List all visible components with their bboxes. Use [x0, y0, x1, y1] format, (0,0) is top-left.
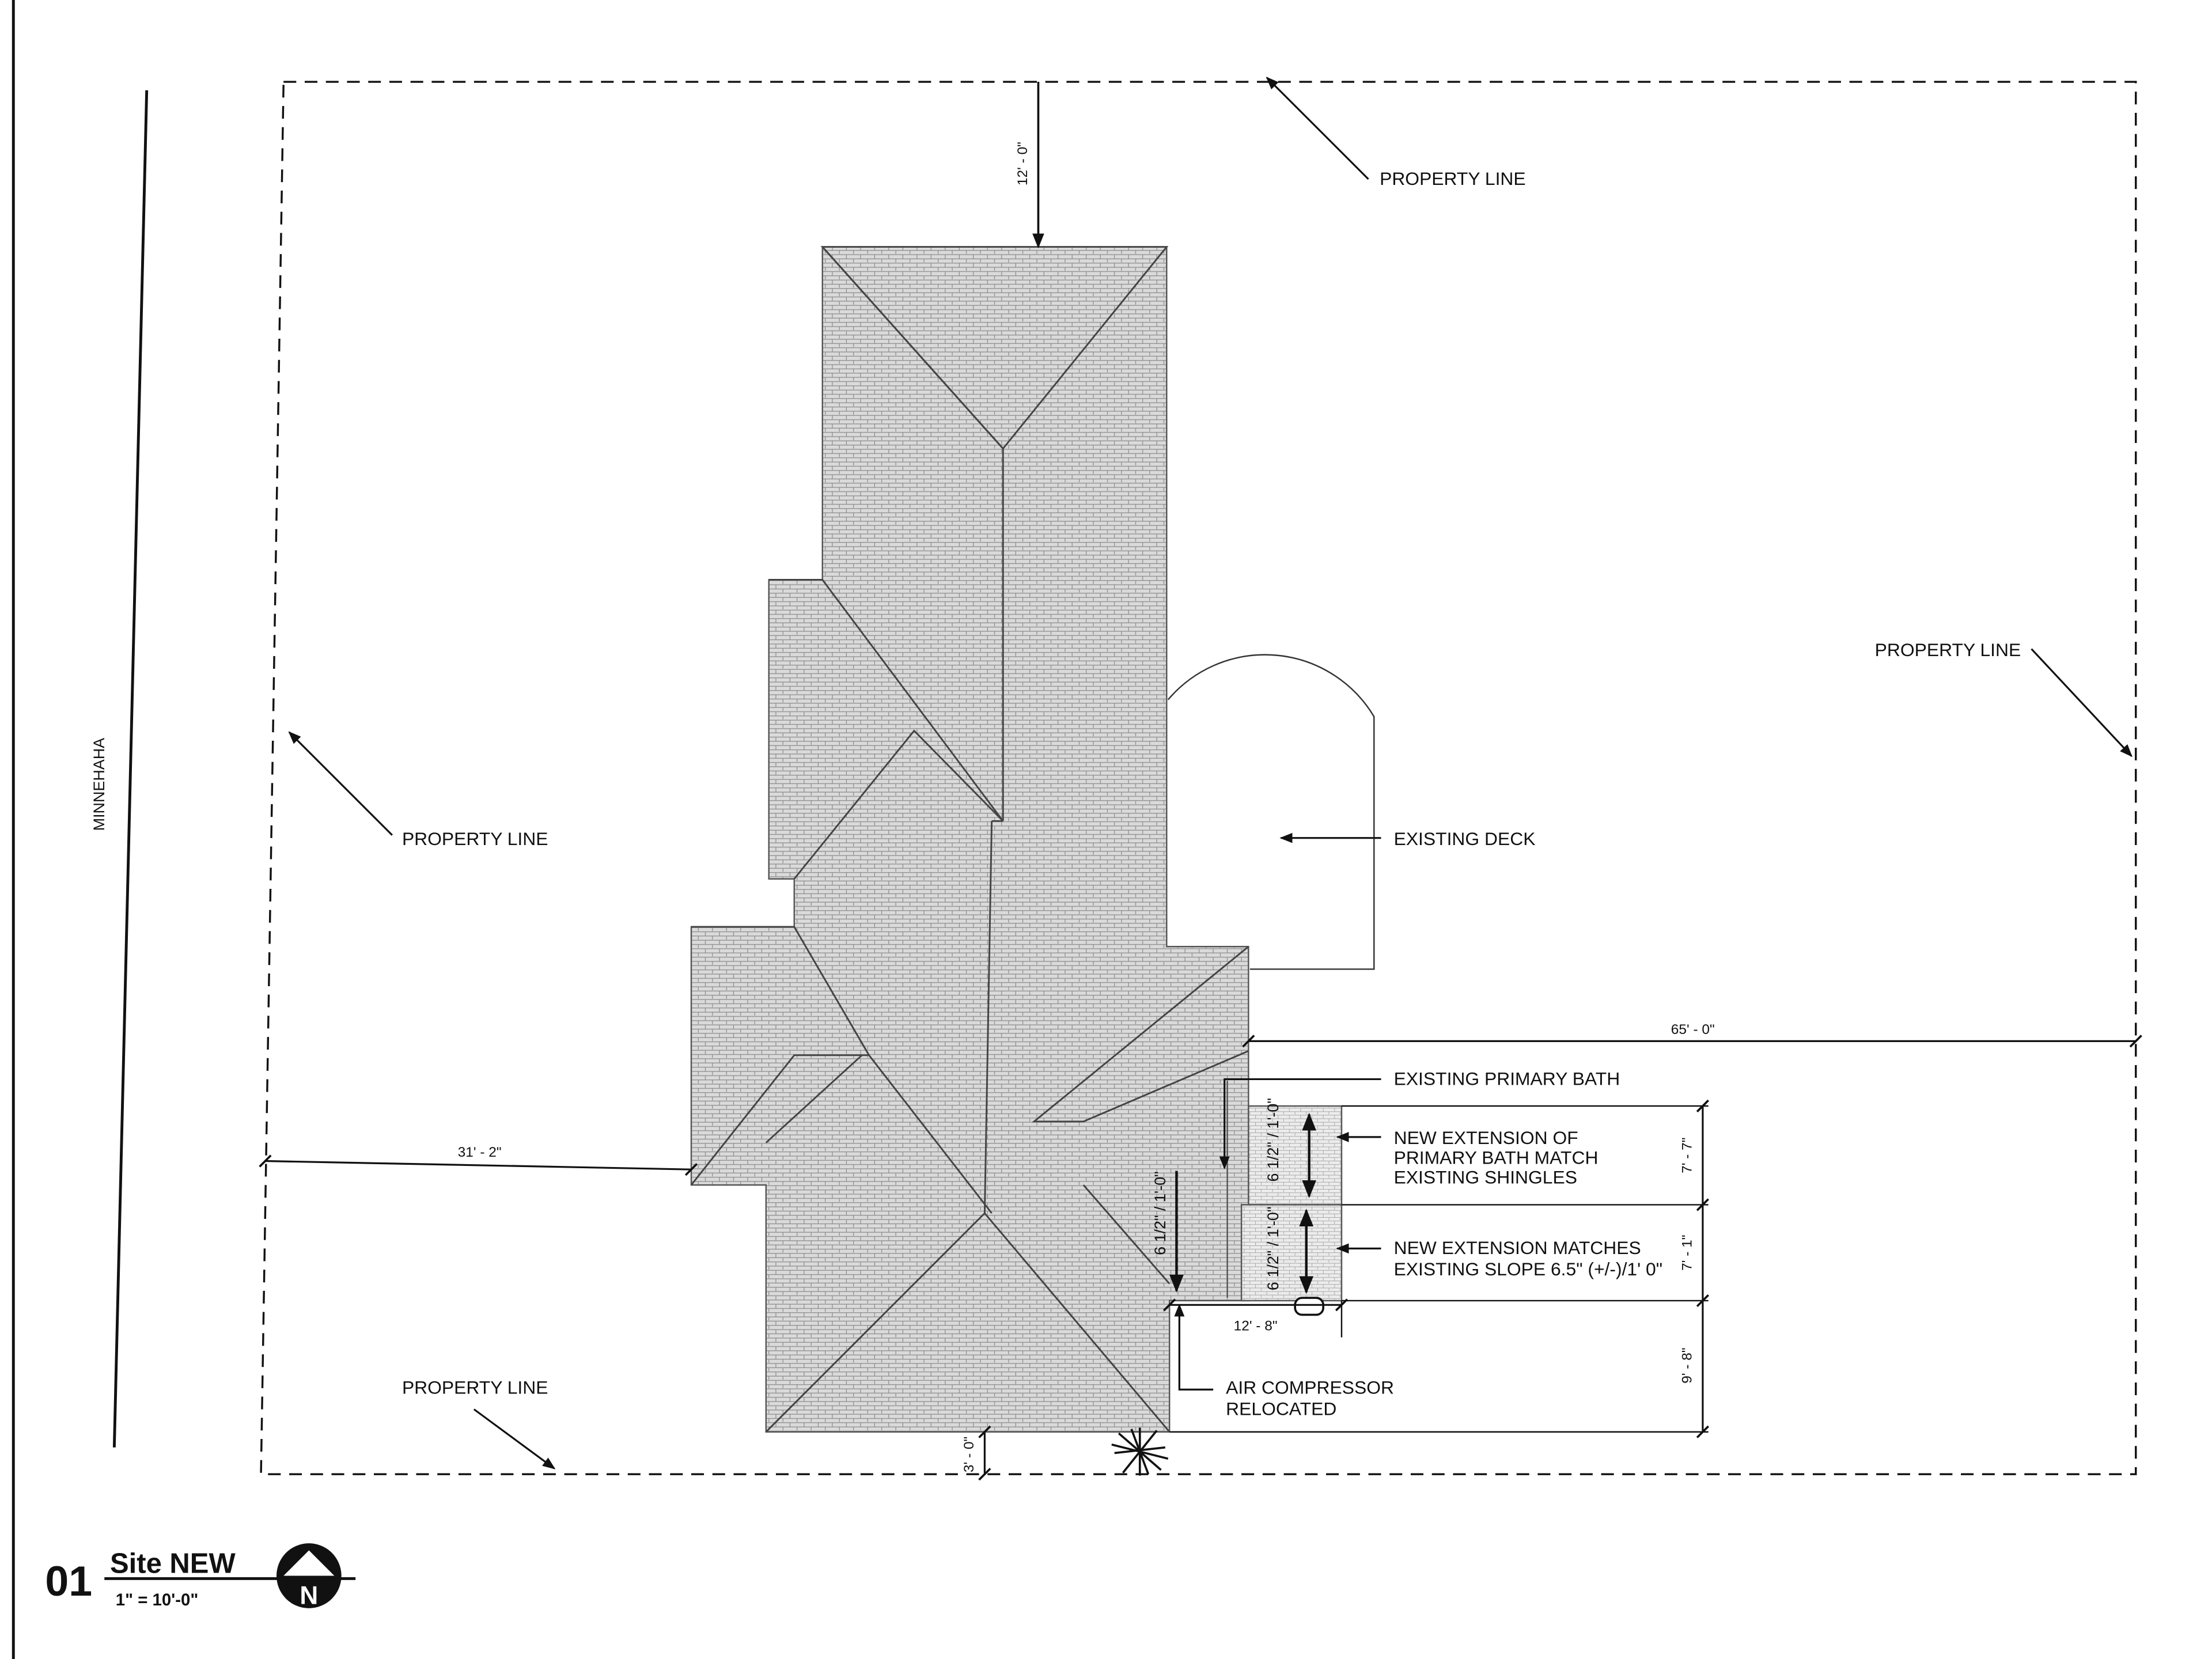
drawing-title: Site NEW	[110, 1548, 236, 1580]
top-setback-label: 12' - 0"	[1015, 142, 1031, 185]
right-vertical-witnesses	[1169, 1105, 1709, 1433]
drawing-scale: 1" = 10'-0"	[116, 1590, 198, 1609]
street-line	[112, 90, 149, 1448]
house-roof	[690, 246, 1249, 1433]
air-compressor-symbol	[1294, 1297, 1324, 1316]
shrub-symbol	[1111, 1427, 1169, 1476]
property-line-right-label: PROPERTY LINE	[1875, 639, 2021, 660]
title-block: 01 Site NEW 1" = 10'-0" N	[45, 1543, 356, 1609]
new-extension-bath-label-3: EXISTING SHINGLES	[1394, 1167, 1577, 1188]
new-extension	[1226, 1080, 1343, 1302]
street-label: MINNEHAHA	[90, 738, 108, 831]
existing-deck-label: EXISTING DECK	[1394, 828, 1536, 849]
property-line-top-leader	[1266, 77, 1369, 180]
bottom-setback-label: 3' - 0"	[961, 1437, 977, 1472]
slope-label-1: 6 1/2" / 1'-0"	[1264, 1098, 1282, 1181]
right-setback-label: 65' - 0"	[1671, 1022, 1715, 1037]
new-extension-slope-label-1: NEW EXTENSION MATCHES	[1394, 1237, 1641, 1258]
new-extension-bath-label-2: PRIMARY BATH MATCH	[1394, 1147, 1599, 1168]
property-line-bottom-leader	[473, 1408, 556, 1469]
to-rear-label: 9' - 8"	[1679, 1347, 1695, 1383]
left-setback-line	[265, 1160, 692, 1171]
air-compressor-leader	[1174, 1304, 1214, 1391]
existing-bath-label: EXISTING PRIMARY BATH	[1394, 1068, 1620, 1089]
slope-label-3: 6 1/2" / 1'-0"	[1152, 1171, 1169, 1255]
air-compressor-label-1: AIR COMPRESSOR	[1226, 1377, 1394, 1398]
existing-bath-leader	[1219, 1078, 1381, 1169]
property-line-left-label: PROPERTY LINE	[402, 828, 548, 849]
property-line-left-leader	[288, 731, 393, 836]
extension-width-label: 12' - 8"	[1234, 1318, 1278, 1334]
new-extension-bath-label-1: NEW EXTENSION OF	[1394, 1127, 1578, 1148]
slope-label-2: 6 1/2" / 1'-0"	[1264, 1207, 1282, 1290]
property-line-bottom-label: PROPERTY LINE	[402, 1377, 548, 1398]
property-line-right-leader	[2031, 648, 2133, 757]
bottom-setback-ticks	[978, 1425, 991, 1481]
extension-depth-lower-label: 7' - 1"	[1679, 1235, 1695, 1271]
left-setback-ticks	[259, 1154, 698, 1176]
new-extension-slope-label-2: EXISTING SLOPE 6.5" (+/-)/1' 0"	[1394, 1259, 1662, 1279]
svg-text:N: N	[300, 1581, 318, 1609]
existing-deck	[1167, 654, 1375, 970]
property-boundary	[260, 81, 2137, 1475]
left-setback-label: 31' - 2"	[458, 1145, 502, 1160]
right-setback-ticks	[1242, 1035, 2142, 1048]
drawing-number: 01	[45, 1557, 92, 1605]
property-line-top-label: PROPERTY LINE	[1380, 168, 1526, 189]
air-compressor-label-2: RELOCATED	[1226, 1398, 1336, 1419]
north-arrow-icon: N	[276, 1543, 342, 1609]
right-vertical-ticks	[1696, 1099, 1710, 1438]
extension-depth-upper-label: 7' - 7"	[1679, 1138, 1695, 1173]
